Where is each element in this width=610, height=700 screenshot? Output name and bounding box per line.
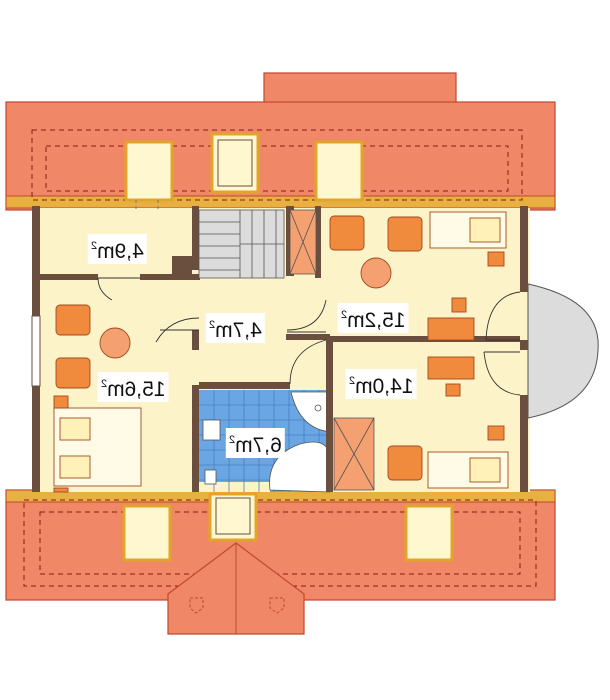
area-label-bedroom-left: 15,6m2 bbox=[98, 372, 169, 402]
furniture bbox=[53, 211, 509, 493]
roof-top bbox=[5, 72, 556, 211]
doors bbox=[97, 277, 521, 396]
balcony bbox=[527, 283, 599, 419]
dormers-bottom bbox=[122, 492, 454, 562]
area-label-landing: 4,7m2 bbox=[206, 313, 265, 343]
area-label-hall-small: 4,9m2 bbox=[88, 234, 147, 264]
area-label-bedroom-bottom-right: 14,0m2 bbox=[346, 369, 417, 399]
staircase bbox=[198, 209, 375, 491]
roof-bottom bbox=[5, 489, 556, 635]
area-label-bathroom: 6,7m2 bbox=[226, 428, 285, 458]
window-left bbox=[31, 315, 41, 387]
area-label-bedroom-top-right: 15,2m2 bbox=[338, 303, 409, 333]
dormers-top bbox=[124, 132, 364, 212]
